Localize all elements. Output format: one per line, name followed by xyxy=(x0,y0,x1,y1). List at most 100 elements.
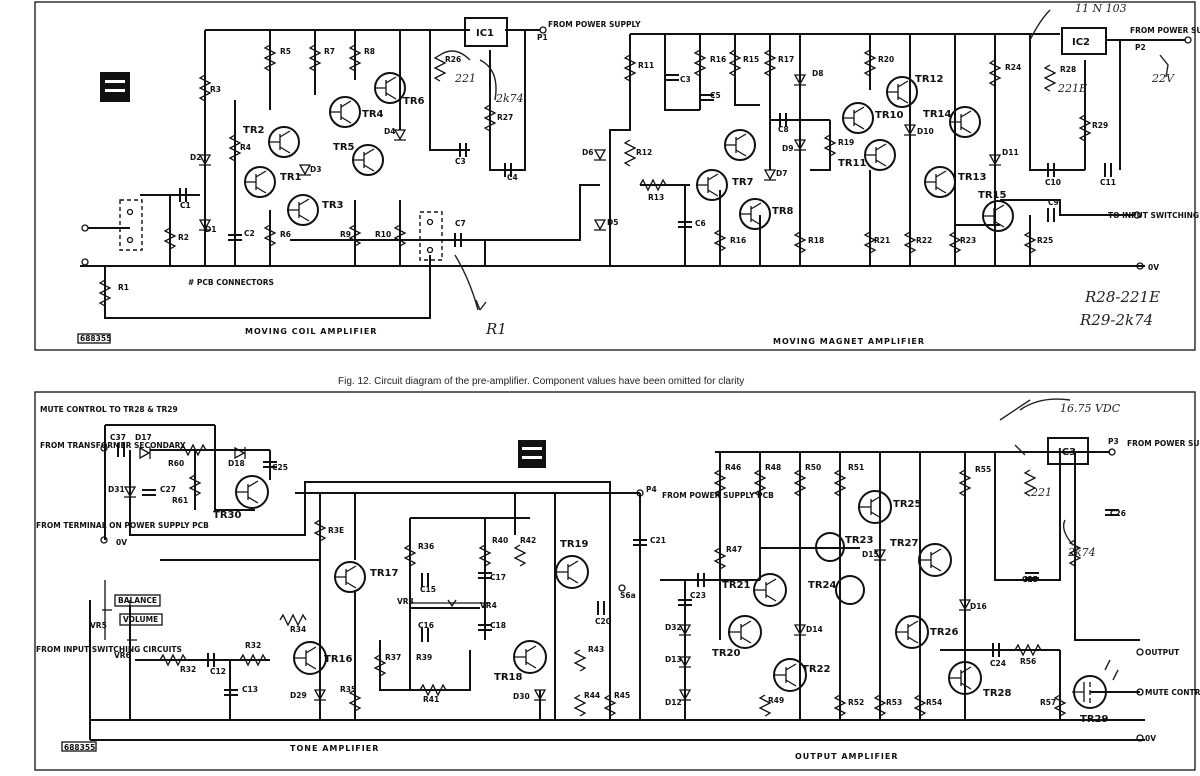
top-ov-label: 0V xyxy=(1148,263,1159,272)
svg-text:C20: C20 xyxy=(595,617,611,626)
ic3-label: IC3 xyxy=(1058,447,1076,458)
svg-text:VR3: VR3 xyxy=(397,597,414,606)
svg-text:R40: R40 xyxy=(492,536,508,545)
tr6-label: TR6 xyxy=(403,96,425,107)
svg-text:R28: R28 xyxy=(1060,65,1076,74)
ee-logo-bottom xyxy=(518,440,546,468)
tr22-label: TR22 xyxy=(802,664,830,675)
svg-text:R54: R54 xyxy=(926,698,942,707)
hand-r1: R1 xyxy=(485,320,507,338)
tr15-label: TR15 xyxy=(978,190,1006,201)
svg-text:R10: R10 xyxy=(375,230,391,239)
svg-text:C26: C26 xyxy=(1110,509,1126,518)
svg-text:R20: R20 xyxy=(878,55,894,64)
output-amplifier-title: OUTPUT AMPLIFIER xyxy=(795,752,899,761)
svg-text:D29: D29 xyxy=(290,691,307,700)
svg-text:R24: R24 xyxy=(1005,63,1021,72)
bottom-ov-label: 0V xyxy=(1145,734,1156,743)
ic2-supply-label: FROM POWER SUPPLY xyxy=(1130,26,1200,35)
tr13-label: TR13 xyxy=(958,172,986,183)
tr29-label: TR29 xyxy=(1080,714,1108,725)
svg-text:R5: R5 xyxy=(280,47,291,56)
svg-text:R11: R11 xyxy=(638,61,654,70)
tr28-label: TR28 xyxy=(983,688,1011,699)
svg-text:D16: D16 xyxy=(970,602,987,611)
svg-text:C13: C13 xyxy=(242,685,258,694)
mute-control-label: MUTE CONTROL xyxy=(1145,688,1200,697)
bottom-ov-small: 0V xyxy=(116,538,127,547)
svg-text:C7: C7 xyxy=(455,219,466,228)
svg-text:R16: R16 xyxy=(710,55,726,64)
hand-bottom-volt: 16.75 VDC xyxy=(1060,402,1121,415)
svg-text:D31: D31 xyxy=(108,485,125,494)
output-label: OUTPUT xyxy=(1145,648,1180,657)
figure-caption: Fig. 12. Circuit diagram of the pre-ampl… xyxy=(338,376,744,387)
hand-bottom-2k74: 2k74 xyxy=(1067,546,1096,559)
volume-label: VOLUME xyxy=(123,615,158,624)
svg-text:R39: R39 xyxy=(416,653,432,662)
svg-text:D9: D9 xyxy=(782,144,793,153)
ic1-box xyxy=(464,17,508,47)
hand-r29: R29-2k74 xyxy=(1079,311,1153,329)
svg-text:C23: C23 xyxy=(690,591,706,600)
tr27-label: TR27 xyxy=(890,538,918,549)
tr30-label: TR30 xyxy=(213,510,241,521)
top-circuit xyxy=(77,9,1192,344)
svg-text:R37: R37 xyxy=(385,653,401,662)
svg-text:R46: R46 xyxy=(725,463,741,472)
svg-text:D8: D8 xyxy=(812,69,823,78)
svg-text:VR6: VR6 xyxy=(114,651,131,660)
hand-2k74: 2k74 xyxy=(495,92,524,105)
svg-text:D6: D6 xyxy=(582,148,593,157)
tr10-label: TR10 xyxy=(875,110,903,121)
svg-text:D1: D1 xyxy=(205,225,216,234)
svg-text:C9: C9 xyxy=(1048,198,1059,207)
svg-text:R53: R53 xyxy=(886,698,902,707)
svg-text:C3: C3 xyxy=(680,75,691,84)
hand-221: 221 xyxy=(454,72,476,85)
svg-text:D4: D4 xyxy=(384,127,395,136)
svg-text:R48: R48 xyxy=(765,463,781,472)
p3-supply-label: FROM POWER SUPPLY PCB xyxy=(1127,439,1200,448)
svg-text:R61: R61 xyxy=(172,496,188,505)
svg-text:C11: C11 xyxy=(1100,178,1116,187)
svg-text:D3: D3 xyxy=(310,165,321,174)
bottom-plate-label: 688355 xyxy=(64,743,95,752)
ic2-label: IC2 xyxy=(1072,37,1090,48)
mute-control-top-label: MUTE CONTROL TO TR28 & TR29 xyxy=(40,405,178,414)
svg-text:R26: R26 xyxy=(445,55,461,64)
svg-text:R50: R50 xyxy=(805,463,821,472)
svg-text:R43: R43 xyxy=(588,645,604,654)
svg-text:R29: R29 xyxy=(1092,121,1108,130)
ic1-supply-label: FROM POWER SUPPLY xyxy=(548,20,641,29)
tr7-label: TR7 xyxy=(732,177,754,188)
svg-text:R35: R35 xyxy=(340,685,356,694)
svg-text:R55: R55 xyxy=(975,465,991,474)
p3-label: P3 xyxy=(1108,437,1119,446)
svg-text:S6a: S6a xyxy=(620,591,636,600)
tr5-label: TR5 xyxy=(333,142,355,153)
svg-text:D12: D12 xyxy=(665,698,682,707)
svg-text:D14: D14 xyxy=(806,625,823,634)
svg-text:C37: C37 xyxy=(110,433,126,442)
svg-text:D10: D10 xyxy=(917,127,934,136)
svg-text:R3E: R3E xyxy=(328,526,344,535)
top-plate-label: 688355 xyxy=(80,334,111,343)
svg-text:R2: R2 xyxy=(178,233,189,242)
svg-text:D30: D30 xyxy=(513,692,530,701)
svg-text:D17: D17 xyxy=(135,433,152,442)
from-terminal-label: FROM TERMINAL ON POWER SUPPLY PCB xyxy=(36,521,209,530)
svg-text:R51: R51 xyxy=(848,463,864,472)
svg-text:D32: D32 xyxy=(665,623,682,632)
hand-22v: 22V xyxy=(1151,72,1175,85)
svg-text:R25: R25 xyxy=(1037,236,1053,245)
tr18-label: TR18 xyxy=(494,672,522,683)
svg-text:R45: R45 xyxy=(614,691,630,700)
tone-amplifier-title: TONE AMPLIFIER xyxy=(290,744,379,753)
svg-text:D5: D5 xyxy=(607,218,618,227)
tr19-label: TR19 xyxy=(560,539,588,550)
ic1-label: IC1 xyxy=(476,28,494,39)
svg-text:R44: R44 xyxy=(584,691,600,700)
